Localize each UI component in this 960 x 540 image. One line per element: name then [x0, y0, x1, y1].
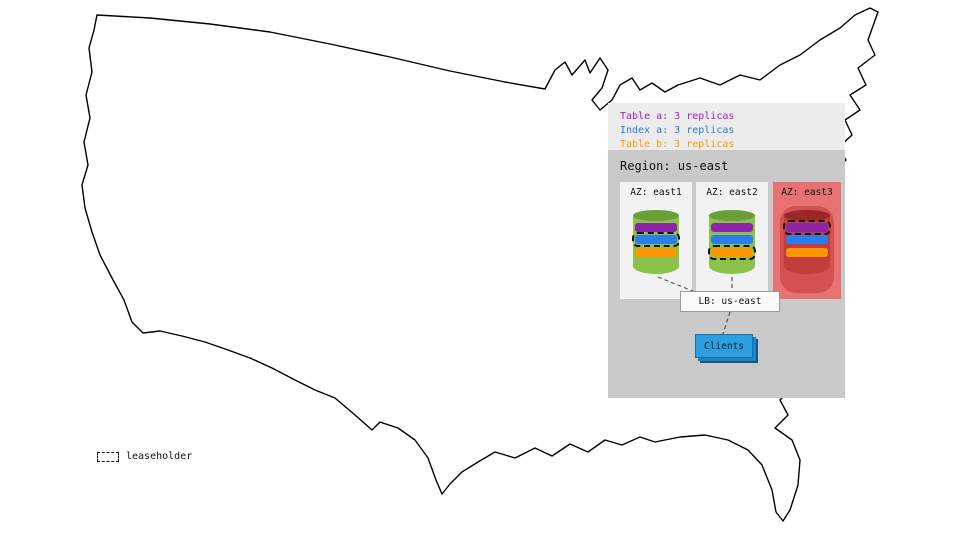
table-a-replica	[711, 223, 753, 232]
region-us-east: Region: us-east AZ: east1 AZ: east2	[608, 150, 845, 398]
index-a-leaseholder-replica	[632, 232, 680, 247]
az-east3-label: AZ: east3	[781, 187, 833, 198]
table-a-replica	[635, 223, 677, 232]
az-east2-label: AZ: east2	[706, 187, 758, 198]
index-a-replica	[711, 235, 753, 244]
replica-legend: Table a: 3 replicas Index a: 3 replicas …	[608, 103, 845, 150]
cylinder-top	[709, 210, 755, 221]
az-east2: AZ: east2	[696, 182, 768, 299]
load-balancer-label: LB: us-east	[698, 296, 762, 307]
legend-table-a: Table a: 3 replicas	[620, 111, 735, 122]
table-b-replica	[786, 248, 828, 257]
az-row: AZ: east1 AZ: east2	[620, 182, 841, 299]
clients-label: Clients	[703, 340, 745, 352]
load-balancer: LB: us-east	[680, 291, 780, 312]
az-east1: AZ: east1	[620, 182, 692, 299]
region-title: Region: us-east	[620, 159, 729, 173]
legend-table-b: Table b: 3 replicas	[620, 139, 735, 150]
index-a-replica	[786, 235, 828, 244]
clients-node: Clients	[695, 334, 753, 358]
leaseholder-dashed-icon	[97, 451, 119, 462]
database-cylinder-east1	[632, 210, 680, 274]
cylinder-top	[784, 210, 830, 221]
legend-index-a: Index a: 3 replicas	[620, 125, 735, 136]
az-east3: AZ: east3	[773, 182, 841, 299]
table-b-leaseholder-replica	[708, 245, 756, 260]
leaseholder-key-label: leaseholder	[126, 451, 193, 462]
az-east1-label: AZ: east1	[630, 187, 682, 198]
leaseholder-key: leaseholder	[97, 451, 192, 462]
database-cylinder-east2	[708, 210, 756, 274]
cylinder-top	[633, 210, 679, 221]
table-a-leaseholder-replica	[783, 220, 831, 235]
database-cylinder-east3	[783, 210, 831, 274]
replication-diagram: Table a: 3 replicas Index a: 3 replicas …	[608, 103, 845, 398]
table-b-replica	[635, 248, 677, 257]
